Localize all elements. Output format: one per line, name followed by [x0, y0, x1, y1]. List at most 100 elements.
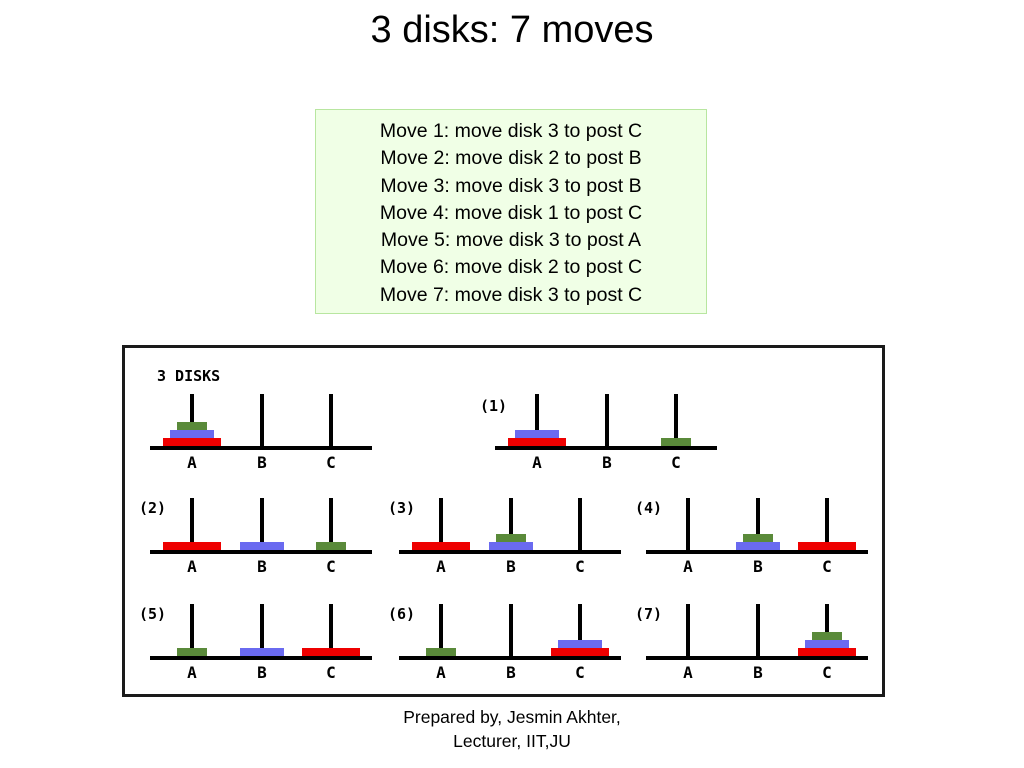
peg-label: C [326, 663, 336, 682]
disk-3 [661, 438, 691, 446]
peg-label: B [257, 663, 267, 682]
peg-label: A [683, 557, 693, 576]
disk-3 [426, 648, 456, 656]
credit-author: Prepared by, Jesmin Akhter, [403, 707, 621, 727]
base-line [150, 446, 372, 450]
peg-label: A [436, 557, 446, 576]
peg-rod [329, 604, 333, 656]
disk-1 [163, 438, 221, 446]
disk-1 [798, 648, 856, 656]
move-step: Move 7: move disk 3 to post C [379, 283, 643, 306]
panel-heading: (3) [388, 499, 416, 517]
disk-2 [736, 542, 780, 550]
peg-label: B [506, 663, 516, 682]
peg-rod [329, 394, 333, 446]
base-line [646, 550, 868, 554]
peg-label: C [326, 557, 336, 576]
panel-heading: (1) [480, 397, 508, 415]
peg-label: C [326, 453, 336, 472]
disk-2 [240, 648, 284, 656]
moves-list: Move 1: move disk 3 to post C Move 2: mo… [315, 109, 707, 314]
disk-3 [177, 422, 207, 430]
panel-heading: (4) [635, 499, 663, 517]
peg-rod [578, 604, 582, 656]
peg-label: B [602, 453, 612, 472]
peg-label: B [753, 663, 763, 682]
peg-rod [439, 604, 443, 656]
disk-2 [489, 542, 533, 550]
peg-rod [686, 498, 690, 550]
disk-3 [496, 534, 526, 542]
base-line [150, 656, 372, 660]
disk-1 [508, 438, 566, 446]
peg-rod [260, 394, 264, 446]
base-line [150, 550, 372, 554]
disk-3 [812, 632, 842, 640]
move-step: Move 3: move disk 3 to post B [380, 174, 642, 197]
disk-1 [302, 648, 360, 656]
peg-rod [825, 604, 829, 656]
peg-label: B [257, 557, 267, 576]
peg-rod [578, 498, 582, 550]
peg-label: B [753, 557, 763, 576]
credit-affiliation: Lecturer, IIT,JU [453, 731, 571, 751]
peg-label: C [822, 663, 832, 682]
slide-title: 3 disks: 7 moves [370, 9, 654, 51]
peg-rod [605, 394, 609, 446]
peg-rod [674, 394, 678, 446]
peg-rod [260, 604, 264, 656]
peg-rod [260, 498, 264, 550]
peg-rod [756, 498, 760, 550]
peg-label: B [257, 453, 267, 472]
panel-heading: (5) [139, 605, 167, 623]
peg-rod [509, 498, 513, 550]
disk-3 [177, 648, 207, 656]
base-line [399, 550, 621, 554]
peg-rod [535, 394, 539, 446]
disk-1 [163, 542, 221, 550]
peg-rod [756, 604, 760, 656]
move-step: Move 1: move disk 3 to post C [379, 120, 643, 142]
disk-3 [743, 534, 773, 542]
disk-2 [558, 640, 602, 648]
peg-rod [439, 498, 443, 550]
peg-label: A [187, 557, 197, 576]
peg-rod [509, 604, 513, 656]
peg-label: C [575, 557, 585, 576]
move-step: Move 4: move disk 1 to post C [379, 201, 643, 224]
peg-label: A [187, 453, 197, 472]
disk-2 [805, 640, 849, 648]
peg-rod [190, 498, 194, 550]
panel-heading: (6) [388, 605, 416, 623]
disk-2 [240, 542, 284, 550]
base-line [399, 656, 621, 660]
peg-label: A [683, 663, 693, 682]
disk-2 [170, 430, 214, 438]
peg-label: A [187, 663, 197, 682]
panel-heading: (2) [139, 499, 167, 517]
credits: Prepared by, Jesmin Akhter, Lecturer, II… [0, 705, 1024, 753]
peg-label: A [436, 663, 446, 682]
peg-label: C [822, 557, 832, 576]
base-line [646, 656, 868, 660]
panel-heading: (7) [635, 605, 663, 623]
peg-label: C [575, 663, 585, 682]
move-step: Move 5: move disk 3 to post A [380, 229, 642, 252]
peg-rod [825, 498, 829, 550]
peg-rod [329, 498, 333, 550]
peg-rod [686, 604, 690, 656]
disk-1 [551, 648, 609, 656]
disk-3 [316, 542, 346, 550]
hanoi-drawing [150, 394, 868, 660]
move-step: Move 2: move disk 2 to post B [380, 147, 642, 170]
peg-rod [190, 604, 194, 656]
peg-rod [190, 394, 194, 446]
hanoi-diagram: 3 DISKS A B C (1) A B C (2) A B C (3) A B C (4) A B C (5) A B C… [122, 345, 885, 697]
peg-label: B [506, 557, 516, 576]
panel-heading: 3 DISKS [157, 367, 221, 385]
disk-1 [412, 542, 470, 550]
disk-2 [515, 430, 559, 438]
peg-label: A [532, 453, 542, 472]
peg-label: C [671, 453, 681, 472]
disk-1 [798, 542, 856, 550]
